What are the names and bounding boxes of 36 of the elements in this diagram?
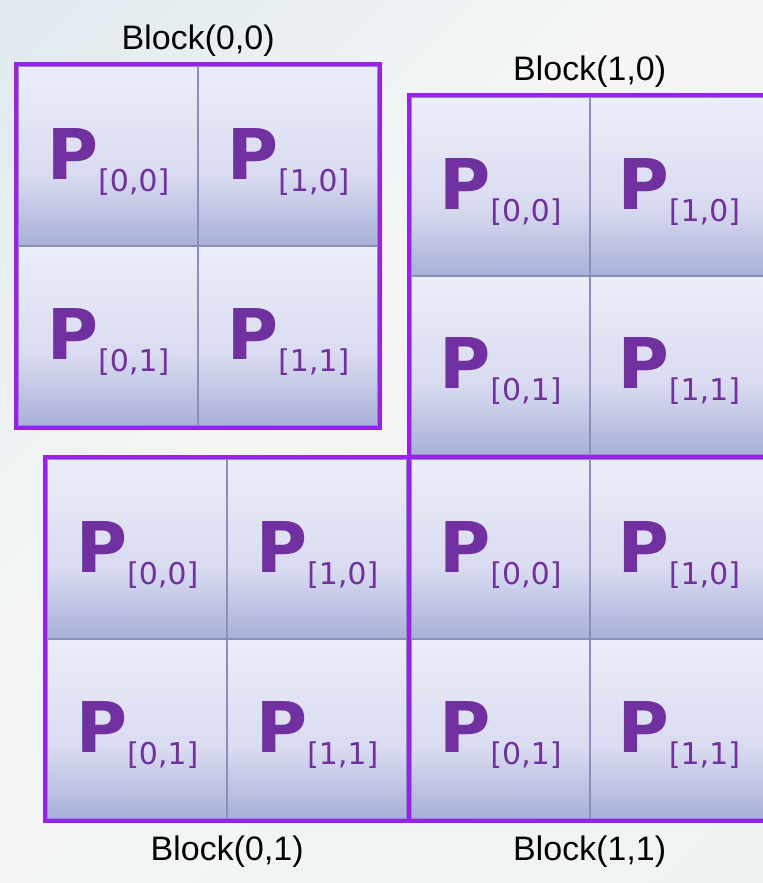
block-heading: Block(1,1)	[512, 829, 668, 869]
processor-label: P$_{[1,1]}$	[618, 323, 740, 408]
processor-label: P$_{[1,0]}$	[226, 114, 350, 198]
grid-cell	[590, 276, 763, 455]
grid-cell	[590, 639, 763, 819]
grid-cell	[590, 97, 763, 276]
processor-label: P$_{[0,0]}$	[46, 114, 170, 198]
block-heading: Block(1,0)	[512, 49, 668, 89]
processor-label: P$_{[0,1]}$	[46, 294, 170, 378]
processor-label: P$_{[0,1]}$	[439, 686, 562, 772]
grid-cell	[227, 639, 407, 819]
grid-cell	[198, 66, 378, 246]
processor-label: P$_{[0,1]}$	[76, 686, 198, 772]
grid-cell	[198, 246, 378, 426]
grid-cell	[411, 459, 590, 639]
grid-cell	[227, 459, 407, 639]
grid-cell	[411, 97, 590, 276]
processor-label: P$_{[0,0]}$	[439, 144, 562, 229]
processor-label: P$_{[1,0]}$	[256, 506, 378, 592]
grid-cell	[18, 246, 198, 426]
grid-cell	[47, 459, 227, 639]
processor-label: P$_{[1,0]}$	[618, 506, 740, 592]
processor-label: P$_{[0,1]}$	[439, 323, 562, 408]
block-heading: Block(0,1)	[149, 829, 305, 869]
grid-cell	[590, 459, 763, 639]
processor-label: P$_{[1,0]}$	[618, 144, 740, 229]
processor-label: P$_{[1,1]}$	[226, 294, 350, 378]
processor-label: P$_{[1,1]}$	[256, 686, 378, 772]
block-heading: Block(0,0)	[120, 18, 276, 58]
processor-label: P$_{[1,1]}$	[618, 686, 740, 772]
grid-cell	[411, 276, 590, 455]
grid-cell	[411, 639, 590, 819]
grid-cell	[18, 66, 198, 246]
grid-cell	[47, 639, 227, 819]
processor-label: P$_{[0,0]}$	[76, 506, 198, 592]
processor-label: P$_{[0,0]}$	[439, 506, 562, 592]
